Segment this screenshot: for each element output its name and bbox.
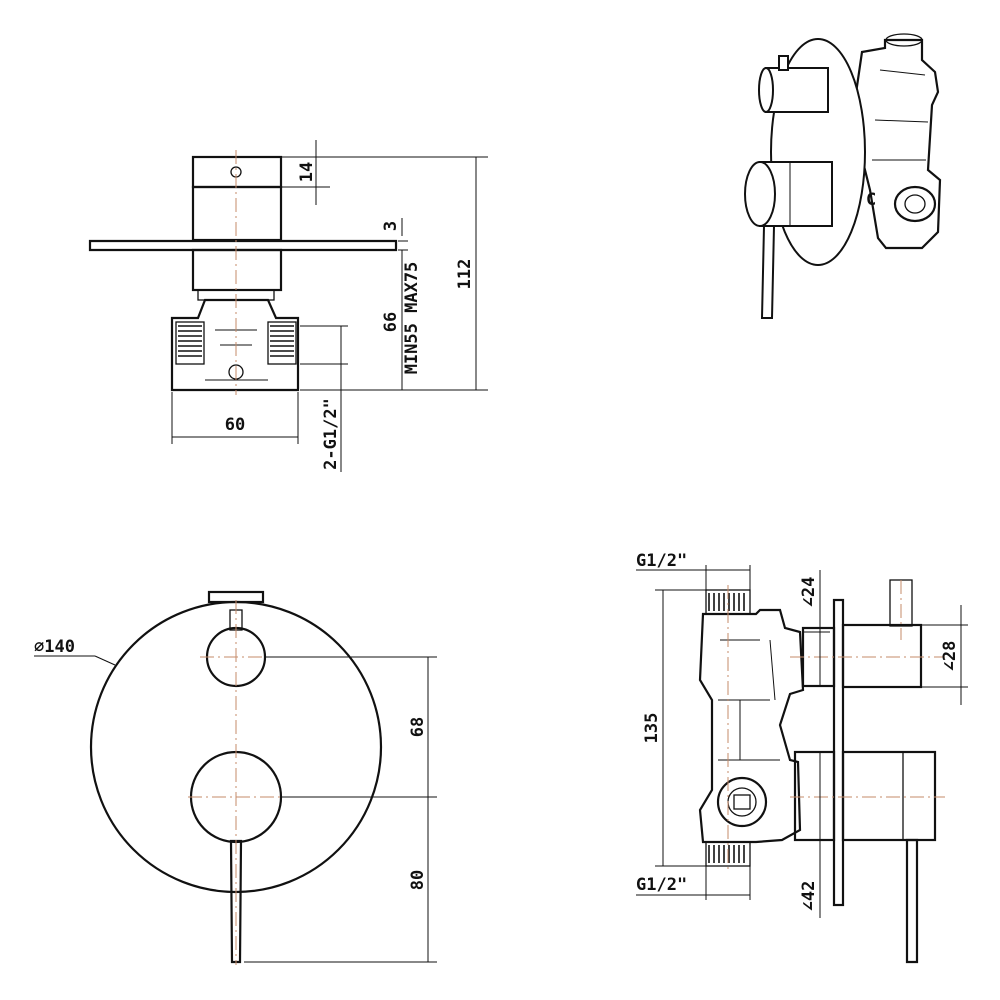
side-valve-housing [170, 298, 300, 392]
side-left-thread [178, 325, 202, 357]
dim-body-depth: 66 [381, 312, 401, 332]
side-cap [191, 155, 283, 189]
front-view: ∅140 68 80 [34, 590, 437, 965]
front-lever [229, 839, 243, 964]
section-view: G1/2" G1/2" 135 ∠24 ∠28 ∠42 [636, 551, 968, 964]
side-right-port [267, 321, 297, 365]
iso-diverter-knob [765, 67, 829, 113]
dim-plate-diameter: ∅140 [34, 637, 75, 657]
side-cover-plate [88, 239, 398, 252]
dim-lower-spacing: 80 [408, 870, 428, 890]
dim-handle-diameter: ∠42 [799, 881, 819, 912]
sec-handle-body [841, 750, 937, 842]
side-left-port [175, 321, 205, 365]
side-body-lower [191, 248, 283, 292]
dim-bottom-thread: G1/2" [636, 875, 687, 895]
dim-knob-diameter: ∠24 [799, 577, 819, 608]
dim-plate-thickness: 3 [381, 221, 401, 231]
dim-inlet-thread: 2-G1/2" [321, 398, 341, 470]
dim-body-height: 135 [642, 713, 662, 744]
iso-port-letter: C [866, 190, 876, 210]
dim-diverter-diameter: ∠28 [940, 641, 960, 672]
side-view: 14 112 3 66 MIN55 MAX75 60 2-G1/2" [88, 140, 488, 472]
sec-lever [905, 838, 919, 964]
iso-valve-body [853, 38, 942, 250]
iso-lever [760, 225, 776, 319]
dim-body-width: 60 [225, 415, 245, 435]
isometric-view: C [744, 33, 942, 319]
dim-wall-range: MIN55 MAX75 [402, 262, 422, 375]
iso-outlet-port [893, 185, 937, 223]
sec-diverter-knob [841, 623, 923, 689]
dim-total-height: 112 [455, 259, 475, 290]
side-right-thread [270, 325, 294, 357]
dim-top-thread: G1/2" [636, 551, 687, 571]
dim-upper-spacing: 68 [408, 717, 428, 737]
sec-cover-plate [832, 598, 845, 907]
sec-outlet-port [716, 776, 768, 828]
sec-valve-body [698, 608, 805, 844]
dim-cap-height: 14 [297, 162, 317, 182]
side-body-upper [191, 185, 283, 242]
